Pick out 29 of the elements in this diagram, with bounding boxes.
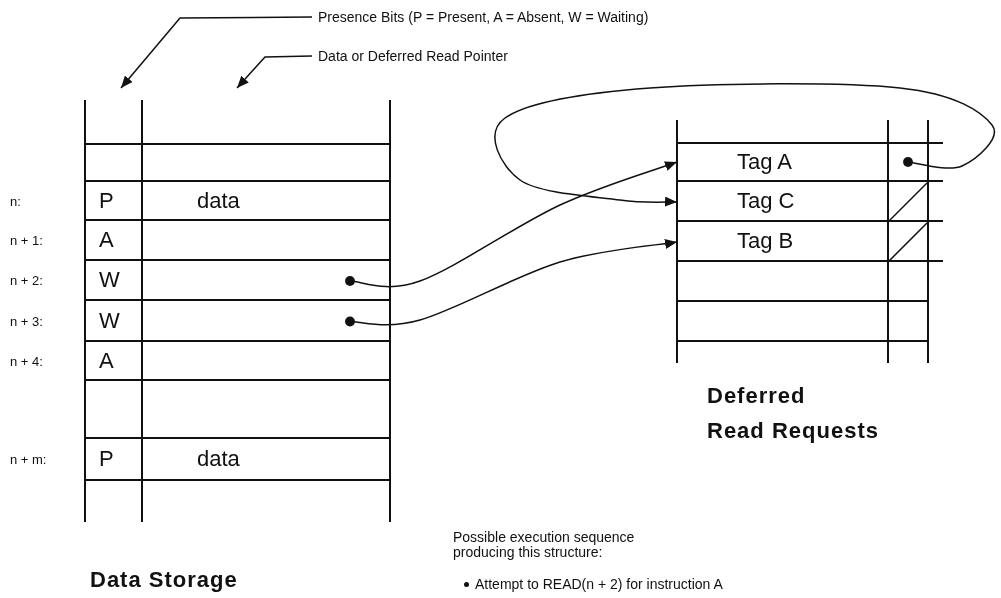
note-text: Possible execution sequence producing this structure:	[453, 530, 636, 560]
pointer-arrow	[236, 55, 313, 89]
tag-cell: Tag A	[677, 142, 888, 182]
bullet-item: Attempt to READ(n + 2) for instruction A	[475, 577, 723, 592]
row-label: n + 4:	[10, 353, 43, 369]
pointer-arrow	[345, 238, 678, 327]
callout-label: Presence Bits (P = Present, A = Absent, W = Waiting)	[318, 9, 649, 25]
pointer-arrow	[120, 16, 313, 89]
tag-cell: Tag B	[677, 222, 888, 262]
callout-label: Data or Deferred Read Pointer	[318, 48, 508, 64]
pointer-arrow	[345, 161, 678, 288]
tag-cell: Tag C	[677, 182, 888, 222]
table-heading: Data Storage	[90, 566, 238, 594]
row-label: n + m:	[10, 452, 47, 467]
presence-bit-cell: P	[85, 439, 142, 481]
presence-bit-cell: W	[85, 301, 142, 342]
row-label: n + 2:	[10, 273, 43, 288]
data-cell: data	[142, 182, 390, 221]
table-heading: Deferred Read Requests	[707, 382, 879, 446]
row-label: n + 1:	[10, 233, 43, 248]
row-label: n:	[10, 193, 21, 209]
pointer-arrow	[494, 83, 996, 207]
data-cell: data	[142, 439, 390, 481]
presence-bit-cell: P	[85, 182, 142, 221]
presence-bit-cell: A	[85, 342, 142, 381]
presence-bit-cell: A	[85, 221, 142, 261]
row-label: n + 3:	[10, 313, 43, 329]
presence-bit-cell: W	[85, 261, 142, 301]
empty-row	[85, 143, 390, 182]
